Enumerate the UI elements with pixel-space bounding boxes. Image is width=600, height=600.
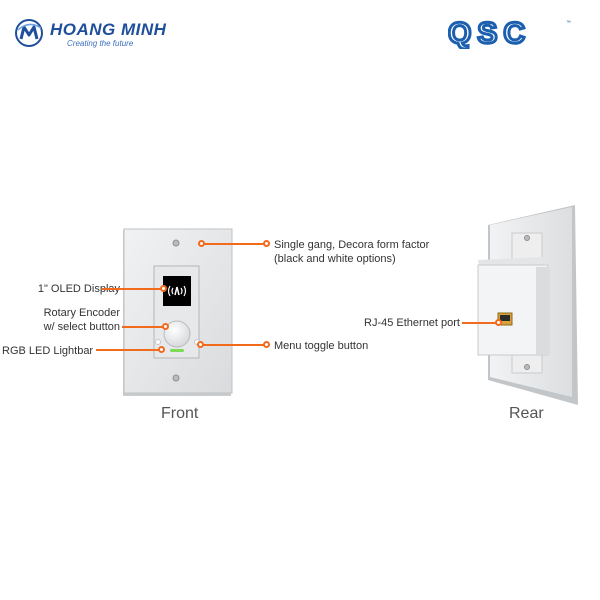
form-factor-callout-dot [198, 240, 205, 247]
encoder-callout-dot [162, 323, 169, 330]
menu-callout-end [263, 341, 270, 348]
hoang-minh-logo: HOANG MINH Creating the future [14, 14, 184, 54]
oled-leader [102, 288, 164, 290]
rotary-encoder-knob[interactable] [163, 320, 191, 348]
front-caption: Front [161, 405, 199, 422]
form-factor-label: Single gang, Decora form factor (black a… [274, 238, 429, 266]
ethernet-label: RJ-45 Ethernet port [364, 317, 460, 329]
rear-caption: Rear [509, 405, 544, 422]
brand-name: HOANG MINH [50, 20, 167, 39]
menu-label: Menu toggle button [274, 340, 369, 352]
oled-callout-dot [160, 285, 167, 292]
rear-device [477, 205, 578, 405]
form-factor-callout-end [263, 240, 270, 247]
ethernet-leader [462, 322, 498, 324]
top-screw-icon [172, 239, 180, 247]
encoder-label-line1: Rotary Encoder [43, 307, 120, 319]
front-device [123, 228, 233, 396]
form-factor-label-line2: (black and white options) [274, 253, 396, 265]
rgb-led-lightbar [170, 349, 184, 352]
encoder-label: Rotary Encoder w/ select button [0, 306, 120, 334]
encoder-label-line2: w/ select button [43, 321, 120, 333]
bottom-screw-icon [172, 374, 180, 382]
lightbar-label: RGB LED Lightbar [2, 345, 94, 357]
lightbar-leader [96, 349, 162, 351]
encoder-leader [122, 326, 166, 328]
ethernet-callout-dot [495, 319, 502, 326]
form-factor-leader [203, 243, 267, 245]
brand-tagline: Creating the future [67, 39, 134, 48]
svg-text:™: ™ [566, 20, 571, 26]
lightbar-callout-dot [158, 346, 165, 353]
hoang-minh-logo-mark-icon [15, 19, 43, 47]
form-factor-label-line1: Single gang, Decora form factor [274, 239, 430, 251]
oled-label: 1" OLED Display [37, 283, 120, 295]
qsc-logo-text: QSC [448, 17, 531, 49]
menu-callout-dot [197, 341, 204, 348]
oled-display [163, 276, 191, 306]
menu-leader [202, 344, 267, 346]
qsc-logo: QSC ™ [448, 17, 571, 49]
qsc-oled-logo-icon [167, 285, 187, 297]
